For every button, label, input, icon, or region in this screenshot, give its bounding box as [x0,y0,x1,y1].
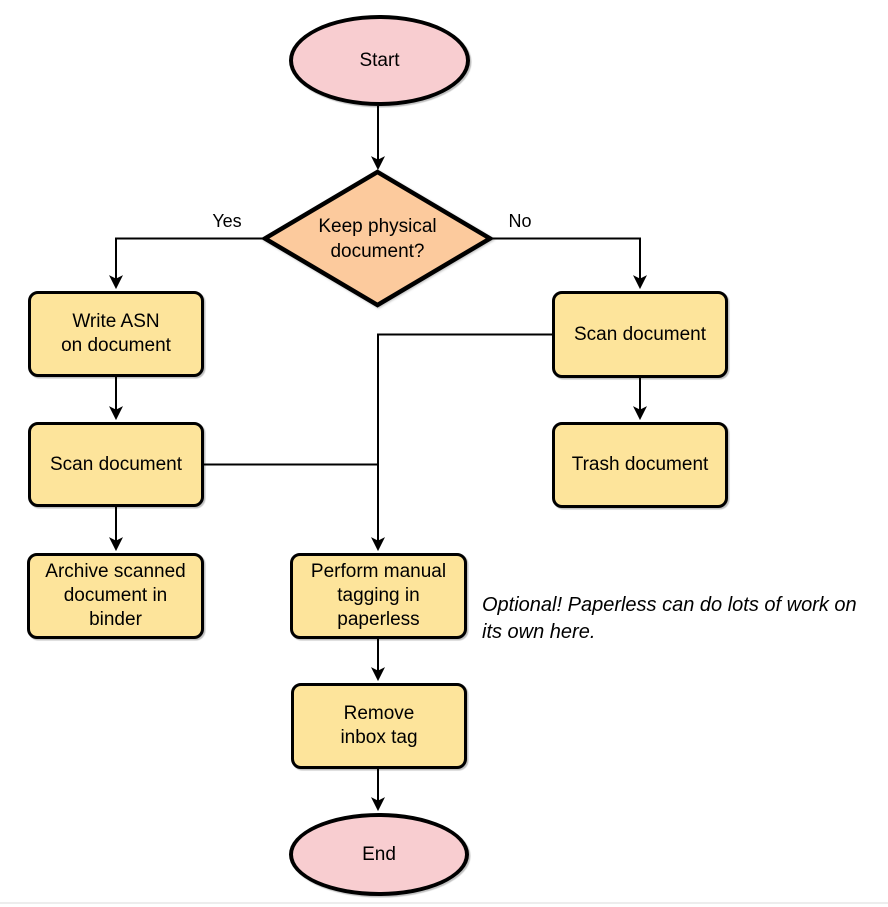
node-remove-inbox-tag: Remove inbox tag [291,683,467,769]
node-trash-document: Trash document [552,422,728,508]
node-end: End [289,813,469,896]
node-scan-document-left: Scan document [28,422,204,507]
edge-decision-write-asn [109,237,266,290]
node-scan-document-right: Scan document [552,291,728,378]
edge-decision-scan-right [489,237,647,290]
node-write-asn: Write ASN on document [28,291,204,377]
annotation-note: Optional! Paperless can do lots of work … [482,594,857,643]
node-archive-in-binder: Archive scanned document in binder [27,553,204,639]
edge-label-no: No [508,211,532,231]
bottom-divider [0,902,888,904]
edge-scan-right-tagging [371,333,552,552]
node-start: Start [289,15,470,106]
edge-label-yes: Yes [212,211,242,231]
node-manual-tagging: Perform manual tagging in paperless [290,553,467,639]
decision-shape [260,169,495,308]
node-decision: Keep physical document? [318,216,437,262]
